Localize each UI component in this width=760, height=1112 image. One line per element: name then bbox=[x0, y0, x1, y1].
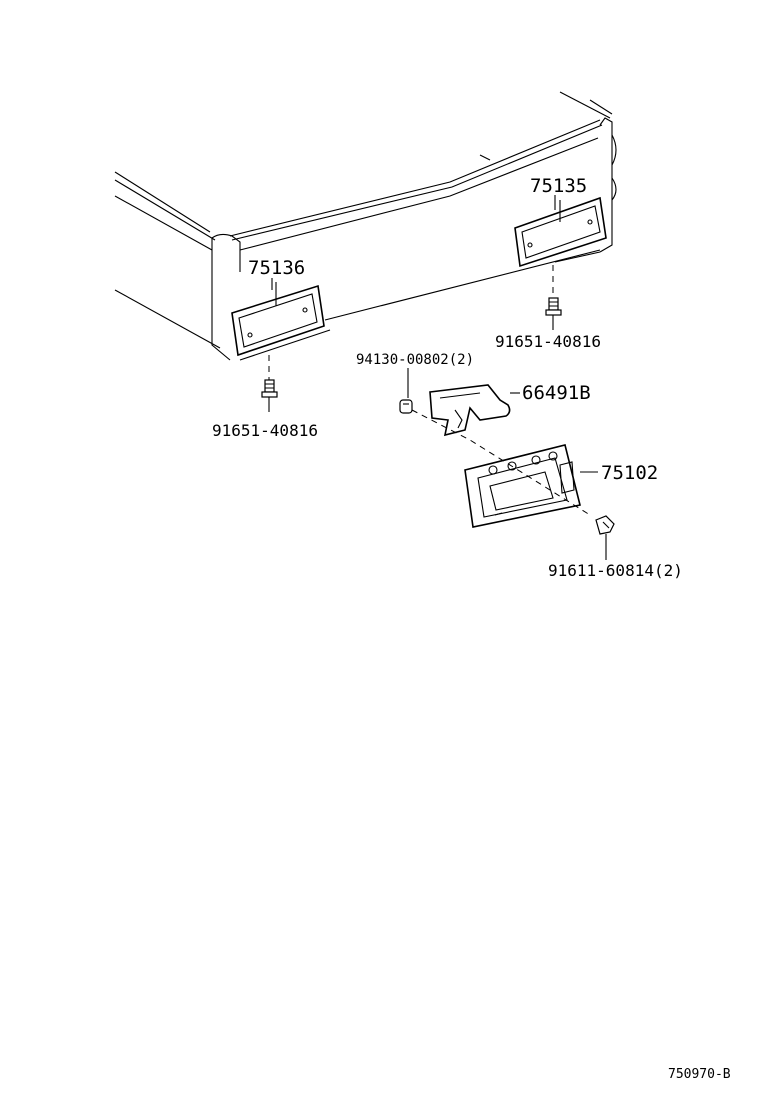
license-lamp-right bbox=[514, 196, 607, 268]
label-75102: 75102 bbox=[601, 462, 659, 484]
label-91651-right: 91651-40816 bbox=[495, 332, 601, 351]
nut bbox=[399, 368, 413, 414]
license-plate-bracket bbox=[464, 444, 598, 528]
label-75136: 75136 bbox=[248, 257, 306, 279]
bolt bbox=[595, 515, 615, 560]
bracket bbox=[429, 384, 520, 437]
label-91651-left: 91651-40816 bbox=[212, 421, 318, 440]
label-66491B: 66491B bbox=[522, 382, 591, 404]
label-75135: 75135 bbox=[530, 175, 588, 197]
diagram-reference-number: 750970-B bbox=[668, 1067, 731, 1082]
screw-right bbox=[545, 297, 562, 330]
screw-left bbox=[261, 379, 278, 412]
license-lamp-left bbox=[231, 282, 325, 357]
rear-panel-body bbox=[114, 91, 617, 361]
label-94130: 94130-00802(2) bbox=[356, 352, 475, 368]
label-91611: 91611-60814(2) bbox=[548, 561, 683, 580]
